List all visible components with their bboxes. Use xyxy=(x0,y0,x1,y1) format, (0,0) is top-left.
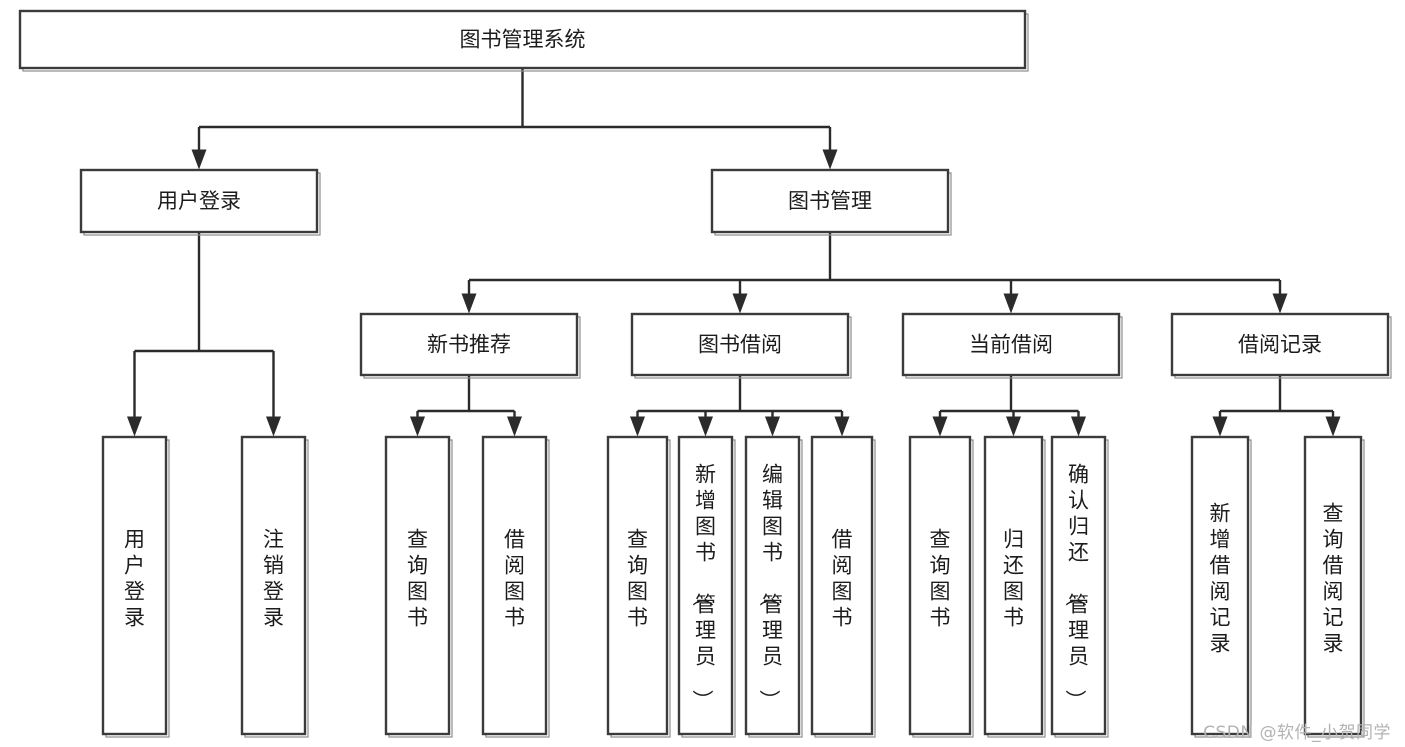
node-label-leaf-query-book-1: 查询图书 xyxy=(407,528,428,630)
node-label-book-management: 图书管理 xyxy=(788,189,872,213)
node-label-borrow-record: 借阅记录 xyxy=(1238,333,1322,357)
arrow-head-book-borrow xyxy=(732,293,748,314)
node-user-login[interactable]: 用户登录 xyxy=(79,168,321,236)
node-label-leaf-query-book-3: 查询图书 xyxy=(930,528,951,630)
node-rect-leaf-query-borrow-record[interactable] xyxy=(1303,435,1363,736)
arrow-head-user-login xyxy=(191,149,207,170)
node-label-user-login: 用户登录 xyxy=(157,189,241,213)
node-leaf-edit-book-admin[interactable]: 编辑图书（管理员） xyxy=(744,435,803,738)
node-label-current-borrow: 当前借阅 xyxy=(969,333,1053,357)
node-rect-current-borrow[interactable] xyxy=(901,312,1121,377)
arrow-head-borrow-record xyxy=(1272,293,1288,314)
arrow-head-current-borrow xyxy=(1003,293,1019,314)
node-label-new-book-recommend: 新书推荐 xyxy=(427,333,511,357)
csdn-watermark: CSDN @软件_小贺同学 xyxy=(1203,723,1391,743)
node-label-leaf-user-login: 用户登录 xyxy=(124,528,145,630)
node-label-leaf-add-borrow-record: 新增借阅记录 xyxy=(1210,502,1231,656)
node-label-book-borrow: 图书借阅 xyxy=(698,333,782,357)
node-rect-leaf-add-borrow-record[interactable] xyxy=(1190,435,1250,736)
node-rect-leaf-borrow-book-2[interactable] xyxy=(810,435,874,736)
node-label-leaf-return-book: 归还图书 xyxy=(1003,528,1024,630)
node-rect-leaf-user-login[interactable] xyxy=(101,435,168,736)
node-leaf-query-book-3[interactable]: 查询图书 xyxy=(908,435,974,738)
arrow-head-book-management xyxy=(822,149,838,170)
node-leaf-add-book-admin[interactable]: 新增图书（管理员） xyxy=(677,435,736,738)
node-rect-leaf-add-book-admin[interactable] xyxy=(677,435,734,736)
node-leaf-logout[interactable]: 注销登录 xyxy=(240,435,309,738)
node-label-leaf-borrow-book-1: 借阅图书 xyxy=(504,528,525,630)
node-label-leaf-add-book-admin: 新增图书（管理员） xyxy=(690,463,716,711)
arrow-head-leaf-query-book-3 xyxy=(932,416,948,437)
node-leaf-user-login[interactable]: 用户登录 xyxy=(101,435,170,738)
node-label-leaf-confirm-return-admin: 确认归还（管理员） xyxy=(1063,463,1089,711)
arrow-head-new-book-recommend xyxy=(461,293,477,314)
node-rect-leaf-borrow-book-1[interactable] xyxy=(481,435,548,736)
node-book-management[interactable]: 图书管理 xyxy=(710,168,952,236)
arrow-head-leaf-user-login xyxy=(127,416,142,437)
arrow-head-leaf-query-book-1 xyxy=(410,416,425,437)
node-rect-leaf-confirm-return-admin[interactable] xyxy=(1050,435,1107,736)
arrow-head-leaf-query-borrow-record xyxy=(1325,416,1341,437)
arrow-head-leaf-add-book-admin xyxy=(698,416,713,437)
node-rect-root[interactable] xyxy=(18,9,1027,70)
arrow-head-leaf-return-book xyxy=(1006,416,1021,437)
nodes-layer: 图书管理系统用户登录图书管理新书推荐图书借阅当前借阅借阅记录用户登录注销登录查询… xyxy=(18,9,1392,738)
node-rect-leaf-logout[interactable] xyxy=(240,435,307,736)
arrow-head-leaf-query-book-2 xyxy=(630,416,645,437)
node-borrow-record[interactable]: 借阅记录 xyxy=(1170,312,1392,379)
node-rect-new-book-recommend[interactable] xyxy=(359,312,579,377)
node-leaf-query-book-1[interactable]: 查询图书 xyxy=(384,435,453,738)
node-rect-book-borrow[interactable] xyxy=(630,312,850,377)
node-label-root: 图书管理系统 xyxy=(460,28,586,52)
node-rect-book-management[interactable] xyxy=(710,168,950,234)
connectors-layer xyxy=(127,68,1341,437)
node-new-book-recommend[interactable]: 新书推荐 xyxy=(359,312,581,379)
arrow-head-leaf-borrow-book-1 xyxy=(507,416,522,437)
node-root[interactable]: 图书管理系统 xyxy=(18,9,1029,72)
node-rect-borrow-record[interactable] xyxy=(1170,312,1390,377)
node-leaf-confirm-return-admin[interactable]: 确认归还（管理员） xyxy=(1050,435,1109,738)
node-rect-leaf-edit-book-admin[interactable] xyxy=(744,435,801,736)
node-rect-leaf-query-book-1[interactable] xyxy=(384,435,451,736)
arrow-head-leaf-add-borrow-record xyxy=(1212,416,1228,437)
node-leaf-add-borrow-record[interactable]: 新增借阅记录 xyxy=(1190,435,1252,738)
node-leaf-query-book-2[interactable]: 查询图书 xyxy=(606,435,671,738)
node-book-borrow[interactable]: 图书借阅 xyxy=(630,312,852,379)
node-leaf-borrow-book-1[interactable]: 借阅图书 xyxy=(481,435,550,738)
arrow-head-leaf-borrow-book-2 xyxy=(834,416,850,437)
arrow-head-leaf-logout xyxy=(266,416,281,437)
node-leaf-return-book[interactable]: 归还图书 xyxy=(983,435,1046,738)
node-rect-leaf-query-book-3[interactable] xyxy=(908,435,972,736)
node-rect-user-login[interactable] xyxy=(79,168,319,234)
node-rect-leaf-return-book[interactable] xyxy=(983,435,1044,736)
arrow-head-leaf-edit-book-admin xyxy=(765,416,780,437)
node-leaf-borrow-book-2[interactable]: 借阅图书 xyxy=(810,435,876,738)
node-label-leaf-edit-book-admin: 编辑图书（管理员） xyxy=(757,463,783,711)
node-leaf-query-borrow-record[interactable]: 查询借阅记录 xyxy=(1303,435,1365,738)
node-label-leaf-query-book-2: 查询图书 xyxy=(627,528,648,630)
arrow-head-leaf-confirm-return-admin xyxy=(1071,416,1086,437)
node-rect-leaf-query-book-2[interactable] xyxy=(606,435,669,736)
node-label-leaf-logout: 注销登录 xyxy=(263,528,284,630)
node-label-leaf-query-borrow-record: 查询借阅记录 xyxy=(1323,502,1344,656)
node-label-leaf-borrow-book-2: 借阅图书 xyxy=(832,528,853,630)
node-current-borrow[interactable]: 当前借阅 xyxy=(901,312,1123,379)
